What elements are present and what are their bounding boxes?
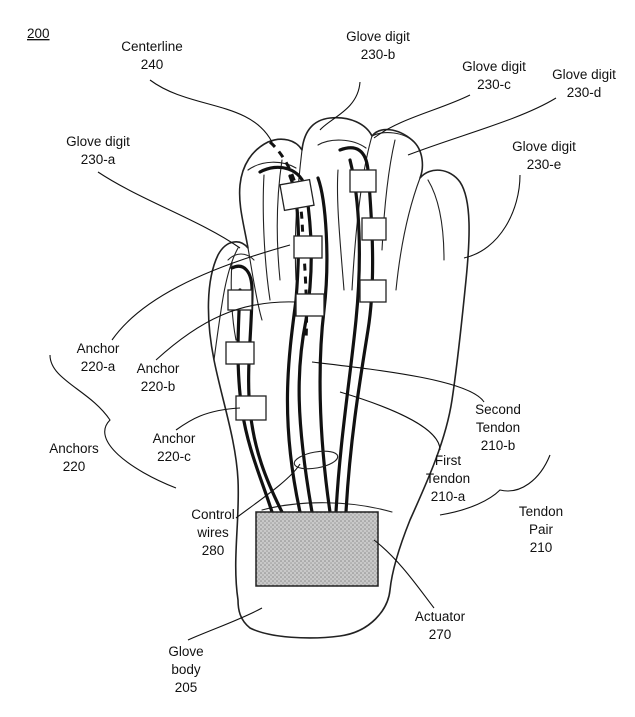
anchor-blocks <box>225 169 387 421</box>
anchor-block <box>361 217 387 241</box>
anchor-block <box>359 279 387 303</box>
anchor-block <box>295 293 325 317</box>
anchor-block <box>349 169 377 193</box>
leader-lines <box>49 79 557 641</box>
anchor-block <box>235 395 267 421</box>
control-wires-marker <box>293 450 339 470</box>
actuator-block <box>255 511 379 587</box>
anchor-block <box>227 289 253 311</box>
anchor-block <box>225 341 255 365</box>
figure-number: 200 <box>27 26 50 41</box>
glove-body-outline <box>207 116 470 639</box>
anchor-block <box>293 235 323 259</box>
anchor-block <box>279 178 315 212</box>
glove-drawing <box>207 116 470 639</box>
